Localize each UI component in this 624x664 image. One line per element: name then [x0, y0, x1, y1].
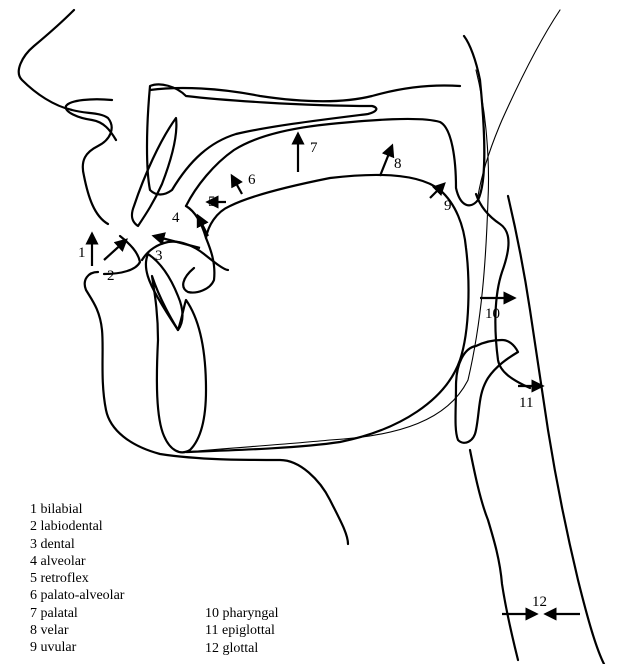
- label-5: 5: [208, 194, 216, 210]
- label-8: 8: [394, 156, 402, 172]
- legend-item: 7 palatal: [30, 605, 124, 622]
- skull-outline-2: [186, 70, 489, 452]
- legend-column-2: 10 pharyngal 11 epiglottal 12 glottal: [205, 605, 278, 657]
- neck-back-line: [508, 196, 604, 664]
- larynx-front-wall: [470, 450, 518, 660]
- legend-item: 5 retroflex: [30, 570, 124, 587]
- label-12: 12: [532, 594, 547, 610]
- label-4: 4: [172, 210, 180, 226]
- label-1: 1: [78, 245, 86, 261]
- legend-item: 9 uvular: [30, 639, 124, 656]
- label-6: 6: [248, 172, 256, 188]
- label-2: 2: [107, 268, 115, 284]
- arrow-labiodental: [104, 240, 126, 260]
- label-11: 11: [519, 395, 533, 411]
- legend-column-1: 1 bilabial 2 labiodental 3 dental 4 alve…: [30, 501, 124, 657]
- nasal-cavity-roof: [150, 85, 460, 101]
- upper-vocal-tract-line: [186, 36, 484, 206]
- label-9: 9: [444, 198, 452, 214]
- arrow-alveolar: [198, 216, 208, 236]
- upper-incisor: [132, 118, 176, 226]
- label-3: 3: [155, 248, 163, 264]
- label-7: 7: [310, 140, 318, 156]
- face-profile-upper: [19, 10, 112, 224]
- legend-item: 11 epiglottal: [205, 622, 278, 639]
- epiglottis: [456, 340, 519, 443]
- legend-item: 4 alveolar: [30, 553, 124, 570]
- legend-item: 1 bilabial: [30, 501, 124, 518]
- legend-item: 6 palato-alveolar: [30, 587, 124, 604]
- tongue-outline: [186, 175, 468, 452]
- arrow-palato-alveolar: [232, 176, 242, 194]
- legend-item: 8 velar: [30, 622, 124, 639]
- legend-item: 10 pharyngal: [205, 605, 278, 622]
- lower-incisor: [146, 254, 183, 330]
- pharynx-back-wall: [476, 194, 530, 388]
- arrow-velar: [380, 146, 392, 176]
- skull-outline: [478, 10, 560, 196]
- legend-item: 3 dental: [30, 536, 124, 553]
- label-10: 10: [485, 306, 500, 322]
- arrow-dental: [154, 236, 200, 248]
- legend-item: 2 labiodental: [30, 518, 124, 535]
- legend-item: 12 glottal: [205, 640, 278, 657]
